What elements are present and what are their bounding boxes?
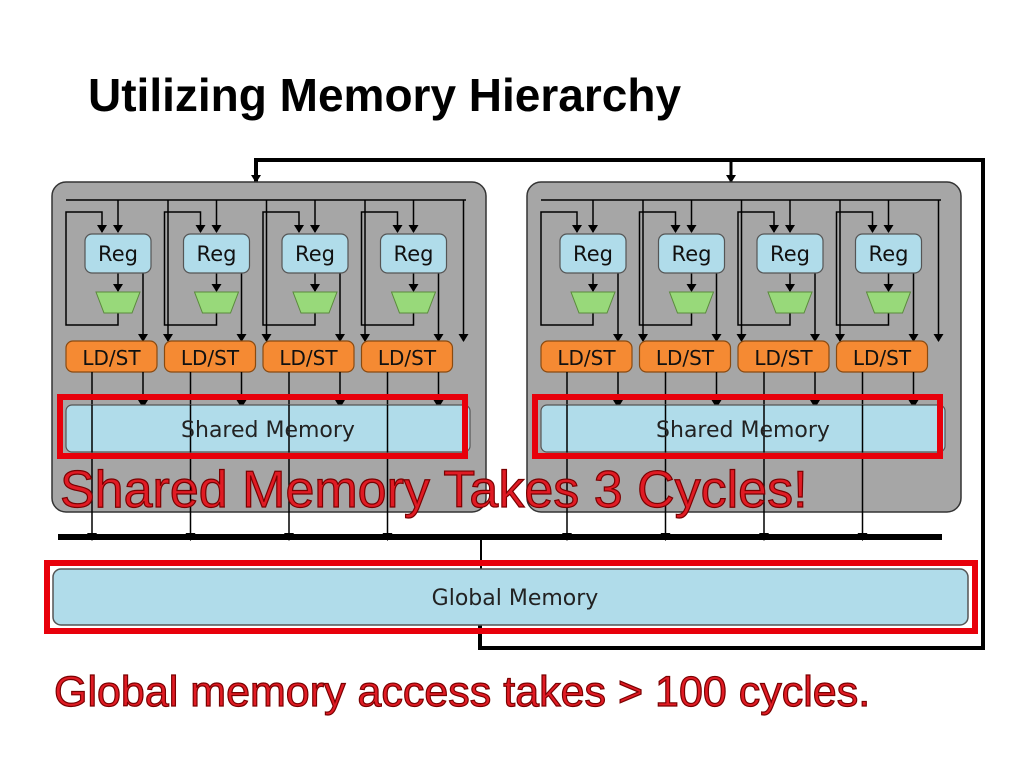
- alu-loopback-arrow: [835, 211, 890, 326]
- register-label: Reg: [197, 242, 237, 266]
- ldst-label: LD/ST: [754, 346, 813, 370]
- ldst-label: LD/ST: [82, 346, 141, 370]
- alu-shape: [767, 291, 813, 314]
- alu-shape: [95, 291, 141, 314]
- ldst-box: [163, 340, 257, 373]
- shared-memory-label: Shared Memory: [181, 418, 355, 443]
- shared-memory-highlight: [57, 394, 468, 459]
- ldst-box: [638, 340, 732, 373]
- register-label: Reg: [98, 242, 138, 266]
- register-label: Reg: [869, 242, 909, 266]
- register-label: Reg: [394, 242, 434, 266]
- ldst-label: LD/ST: [557, 346, 616, 370]
- alu-loopback-arrow: [638, 211, 693, 326]
- alu-shape: [865, 291, 912, 314]
- register-box: [281, 233, 349, 274]
- alu-loopback-arrow: [360, 211, 415, 326]
- alu-shape: [193, 291, 240, 314]
- ldst-box: [65, 340, 158, 373]
- register-box: [756, 233, 824, 274]
- global-memory-highlight: [44, 560, 978, 634]
- ldst-label: LD/ST: [656, 346, 715, 370]
- register-box: [379, 233, 448, 274]
- ldst-box: [737, 340, 830, 373]
- slide-title: Utilizing Memory Hierarchy: [88, 69, 682, 121]
- shared-memory-box: [540, 404, 946, 453]
- alu-shape: [390, 291, 437, 314]
- global-memory-label: Global Memory: [432, 586, 599, 611]
- alu-shape: [668, 291, 715, 314]
- alu-loopback-arrow: [163, 211, 218, 326]
- shared-memory-highlight: [532, 394, 943, 459]
- alu-shape: [292, 291, 338, 314]
- ldst-label: LD/ST: [378, 346, 437, 370]
- ldst-box: [262, 340, 355, 373]
- global-feedback-line: [251, 158, 985, 650]
- register-box: [657, 233, 726, 274]
- register-box: [84, 233, 152, 274]
- alu-loopback-arrow: [540, 211, 594, 326]
- ldst-label: LD/ST: [181, 346, 240, 370]
- global-memory-box: [52, 568, 969, 626]
- alu-shape: [570, 291, 616, 314]
- register-box: [182, 233, 251, 274]
- ldst-box: [835, 340, 929, 373]
- global-memory-callout: Global memory access takes > 100 cycles.: [53, 667, 871, 716]
- ldst-box: [540, 340, 633, 373]
- alu-loopback-arrow: [65, 211, 119, 326]
- ldst-box: [360, 340, 454, 373]
- register-box: [559, 233, 627, 274]
- register-box: [854, 233, 923, 274]
- shared-memory-callout: Shared Memory Takes 3 Cycles!: [59, 460, 808, 519]
- register-label: Reg: [573, 242, 613, 266]
- ldst-label: LD/ST: [853, 346, 912, 370]
- shared-memory-box: [65, 404, 471, 453]
- register-label: Reg: [770, 242, 810, 266]
- register-label: Reg: [672, 242, 712, 266]
- shared-memory-label: Shared Memory: [656, 418, 830, 443]
- ldst-label: LD/ST: [279, 346, 338, 370]
- alu-loopback-arrow: [262, 211, 316, 326]
- register-label: Reg: [295, 242, 335, 266]
- alu-loopback-arrow: [737, 211, 791, 326]
